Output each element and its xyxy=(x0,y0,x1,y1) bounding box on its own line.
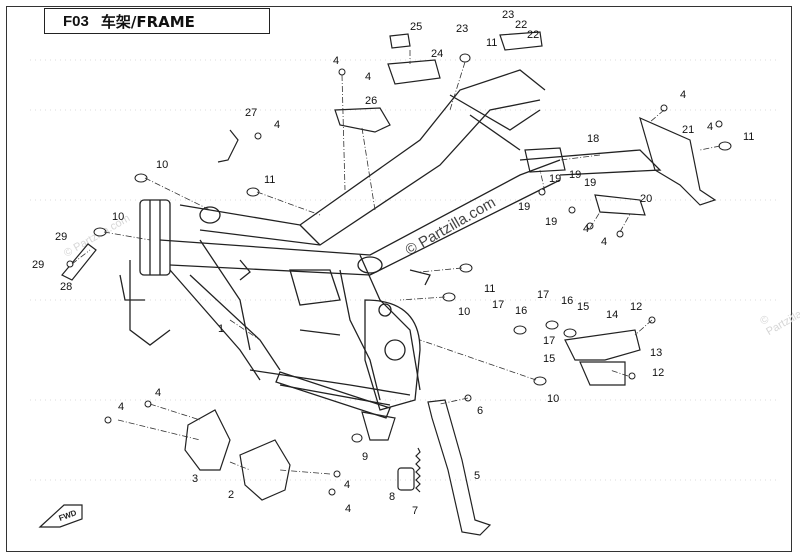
callout-4-j: 4 xyxy=(344,479,350,491)
callout-24: 24 xyxy=(431,48,443,60)
callout-17-a: 17 xyxy=(492,299,504,311)
callout-4-e: 4 xyxy=(707,121,713,133)
callout-28: 28 xyxy=(60,281,72,293)
diagram-code: F03 xyxy=(63,12,89,30)
callout-11-a: 11 xyxy=(264,174,275,186)
callout-1: 1 xyxy=(218,323,224,335)
callout-9: 9 xyxy=(362,451,368,463)
background-guides xyxy=(30,59,780,481)
callout-5: 5 xyxy=(474,470,480,482)
callout-10-b: 10 xyxy=(112,211,124,223)
callout-4-g: 4 xyxy=(601,236,607,248)
fwd-label: FWD xyxy=(58,508,78,523)
callout-29-b: 29 xyxy=(32,259,44,271)
callout-23-a: 23 xyxy=(456,23,468,35)
fasteners xyxy=(66,53,732,496)
callout-22-a: 22 xyxy=(515,19,527,31)
callout-18: 18 xyxy=(587,133,599,145)
callout-19-d: 19 xyxy=(518,201,530,213)
callout-labels: 1 2 3 4 4 4 4 4 4 4 4 4 4 4 5 6 7 8 9 10… xyxy=(32,9,754,517)
callout-10-c: 10 xyxy=(458,306,470,318)
callout-15-a: 15 xyxy=(577,301,589,313)
callout-4-b: 4 xyxy=(333,55,339,67)
callout-7: 7 xyxy=(412,505,418,517)
callout-4-k: 4 xyxy=(345,503,351,515)
callout-14: 14 xyxy=(606,309,618,321)
callout-4-h: 4 xyxy=(155,387,161,399)
lower-parts xyxy=(38,129,641,536)
leader-lines xyxy=(71,50,721,475)
callout-19-c: 19 xyxy=(584,177,596,189)
callout-22-b: 22 xyxy=(527,29,539,41)
diagram-border xyxy=(6,6,792,552)
callout-4-c: 4 xyxy=(365,71,371,83)
callout-11-c: 11 xyxy=(743,131,754,143)
callout-26: 26 xyxy=(365,95,377,107)
callout-6: 6 xyxy=(477,405,483,417)
callout-10-a: 10 xyxy=(156,159,168,171)
callout-16-b: 16 xyxy=(561,295,573,307)
callout-3: 3 xyxy=(192,473,198,485)
callout-12-a: 12 xyxy=(630,301,642,313)
callout-11-d: 11 xyxy=(484,283,495,295)
diagram-title: 车架/FRAME xyxy=(100,12,195,31)
callout-8: 8 xyxy=(389,491,395,503)
rear-bracket-parts xyxy=(524,116,717,216)
callout-12-b: 12 xyxy=(652,367,664,379)
seat-bracket-parts xyxy=(334,31,543,133)
callout-19-b: 19 xyxy=(569,169,581,181)
callout-25: 25 xyxy=(410,21,422,33)
callout-27: 27 xyxy=(245,107,257,119)
callout-19-e: 19 xyxy=(545,216,557,228)
callout-4-d: 4 xyxy=(680,89,686,101)
callout-4-a: 4 xyxy=(274,119,280,131)
callout-17-c: 17 xyxy=(543,335,555,347)
callout-4-f: 4 xyxy=(583,223,589,235)
callout-11-b: 11 xyxy=(486,37,497,49)
title-box: F03 车架/FRAME xyxy=(44,8,270,34)
callout-2: 2 xyxy=(228,489,234,501)
callout-17-b: 17 xyxy=(537,289,549,301)
callout-23-b: 23 xyxy=(502,9,514,21)
callout-19-a: 19 xyxy=(549,173,561,185)
callout-29-a: 29 xyxy=(55,231,67,243)
main-frame xyxy=(119,69,662,419)
callout-15-b: 15 xyxy=(543,353,555,365)
callout-16-a: 16 xyxy=(515,305,527,317)
callout-13: 13 xyxy=(650,347,662,359)
callout-10-d: 10 xyxy=(547,393,559,405)
callout-4-i: 4 xyxy=(118,401,124,413)
callout-21: 21 xyxy=(682,124,694,136)
callout-20: 20 xyxy=(640,193,652,205)
